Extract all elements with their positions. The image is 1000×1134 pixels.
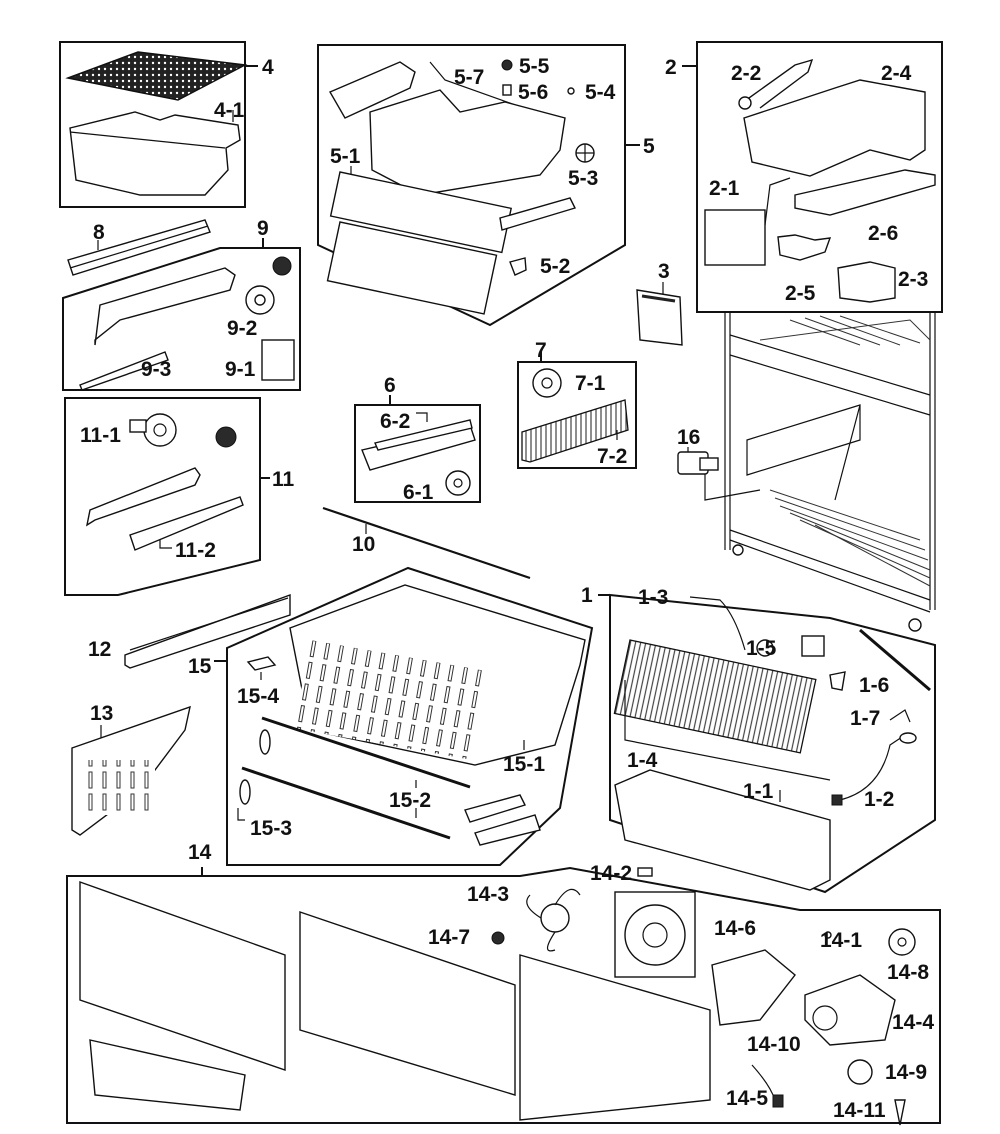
label-part-11-2: 11-2 [175, 539, 216, 562]
label-part-14-6: 14-6 [714, 917, 757, 940]
label-part-4-1: 4-1 [214, 99, 245, 122]
label-part-7-1: 7-1 [575, 372, 606, 395]
label-part-14-8: 14-8 [887, 961, 930, 984]
label-part-9-1: 9-1 [225, 358, 256, 381]
part-12 [124, 594, 291, 669]
part-8 [67, 219, 211, 276]
label-part-5-5: 5-5 [519, 55, 550, 78]
label-part-1-4: 1-4 [627, 749, 658, 772]
label-part-7-2: 7-2 [597, 445, 628, 468]
label-part-16: 16 [677, 426, 701, 449]
label-part-2-1: 2-1 [709, 177, 740, 200]
label-part-14-7: 14-7 [428, 926, 471, 949]
label-part-1-1: 1-1 [743, 780, 774, 803]
group-4-box [59, 41, 258, 208]
label-part-5-7: 5-7 [454, 66, 485, 89]
label-part-14-11: 14-11 [833, 1099, 886, 1122]
label-group-14: 14 [188, 841, 212, 864]
label-part-14-4: 14-4 [892, 1011, 935, 1034]
label-part-2-3: 2-3 [898, 268, 929, 291]
label-part-5-1: 5-1 [330, 145, 361, 168]
label-group-5: 5 [643, 135, 655, 158]
label-part-2-6: 2-6 [868, 222, 899, 245]
label-part-13: 13 [90, 702, 114, 725]
tray-mesh [65, 51, 248, 101]
label-part-5-4: 5-4 [585, 81, 616, 104]
label-part-12: 12 [88, 638, 112, 661]
label-part-15-1: 15-1 [503, 753, 546, 776]
label-part-1-2: 1-2 [864, 788, 895, 811]
part-16 [677, 447, 761, 501]
refrigerator-cabinet [724, 312, 936, 632]
label-part-14-9: 14-9 [885, 1061, 928, 1084]
label-part-1-6: 1-6 [859, 674, 890, 697]
label-part-6-1: 6-1 [403, 481, 434, 504]
group-9-box [62, 238, 301, 391]
group-5-box [317, 44, 640, 327]
label-part-1-7: 1-7 [850, 707, 881, 730]
label-part-5-2: 5-2 [540, 255, 571, 278]
label-part-15-2: 15-2 [389, 789, 432, 812]
group-2-box [682, 41, 943, 313]
label-part-8: 8 [93, 221, 105, 244]
label-part-6-2: 6-2 [380, 410, 411, 433]
label-group-2: 2 [665, 56, 677, 79]
part-3 [636, 282, 683, 346]
label-group-6: 6 [384, 374, 396, 397]
label-part-9-2: 9-2 [227, 317, 258, 340]
label-part-5-3: 5-3 [568, 167, 599, 190]
part-10-rod [322, 506, 531, 580]
label-part-5-6: 5-6 [518, 81, 549, 104]
part-13 [71, 705, 191, 836]
label-part-14-2: 14-2 [590, 862, 633, 885]
fan-cover-front [79, 881, 286, 1071]
label-group-9: 9 [257, 217, 269, 240]
ice-bin-4-1 [69, 111, 241, 196]
group-11-box [64, 397, 270, 596]
label-group-1: 1 [581, 584, 593, 607]
label-group-4: 4 [262, 56, 274, 79]
group-14-box [66, 866, 941, 1126]
label-group-7: 7 [535, 339, 547, 362]
label-group-15: 15 [188, 655, 212, 678]
label-part-15-4: 15-4 [237, 685, 280, 708]
label-part-10: 10 [352, 533, 376, 556]
group-7-box [517, 350, 637, 469]
evaporator [613, 639, 817, 754]
freezer-drawer [369, 89, 566, 196]
fan-cover-rear [299, 911, 516, 1096]
label-part-15-3: 15-3 [250, 817, 293, 840]
label-part-9-3: 9-3 [141, 358, 172, 381]
ice-maker [743, 79, 926, 177]
label-part-14-5: 14-5 [726, 1087, 769, 1110]
group-1-box [598, 593, 936, 894]
label-part-1-3: 1-3 [638, 586, 669, 609]
group-15-box [214, 566, 594, 866]
label-part-14-3: 14-3 [467, 883, 510, 906]
label-part-14-10: 14-10 [747, 1033, 801, 1056]
label-part-11-1: 11-1 [80, 424, 121, 447]
label-part-2-2: 2-2 [731, 62, 762, 85]
label-part-14-1: 14-1 [820, 929, 863, 952]
label-group-11: 11 [272, 468, 295, 491]
label-part-2-4: 2-4 [881, 62, 912, 85]
label-part-3: 3 [658, 260, 670, 283]
label-part-1-5: 1-5 [746, 637, 777, 660]
label-part-2-5: 2-5 [785, 282, 816, 305]
group-6-box [354, 395, 481, 503]
